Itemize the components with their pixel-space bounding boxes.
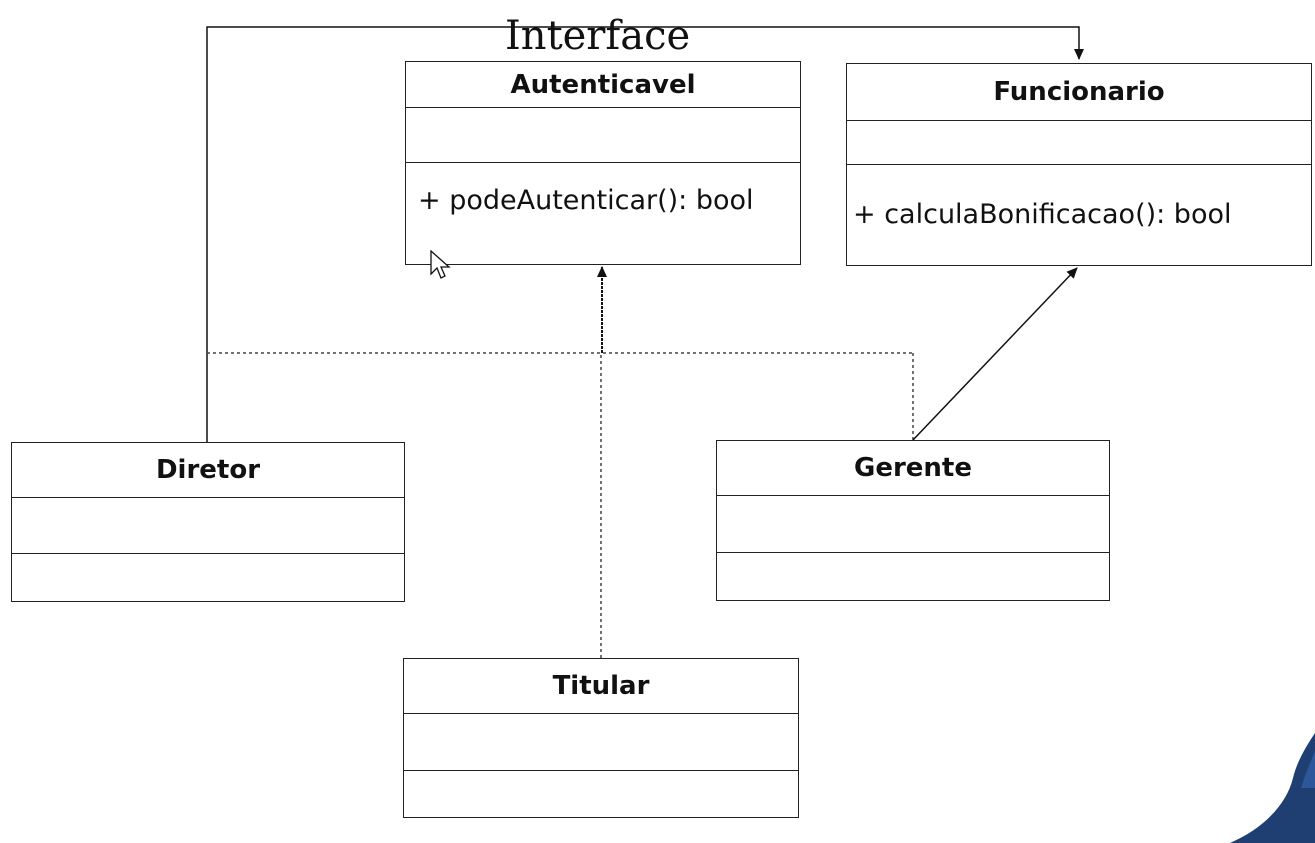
attributes-section bbox=[717, 496, 1109, 553]
methods-section bbox=[404, 771, 798, 816]
class-funcionario[interactable]: Funcionario + calculaBonificacao(): bool bbox=[846, 63, 1312, 266]
class-titular[interactable]: Titular bbox=[403, 658, 799, 818]
gerente-to-funcionario-line bbox=[912, 267, 1078, 441]
class-name-diretor: Diretor bbox=[12, 443, 404, 498]
interface-label: Interface bbox=[505, 13, 691, 59]
class-name-titular: Titular bbox=[404, 659, 798, 714]
class-name-gerente: Gerente bbox=[717, 441, 1109, 496]
class-autenticavel[interactable]: Autenticavel + podeAutenticar(): bool bbox=[405, 61, 801, 265]
attributes-section bbox=[847, 121, 1311, 165]
attributes-section bbox=[12, 498, 404, 554]
presenter-image bbox=[1230, 733, 1315, 843]
attributes-section bbox=[404, 714, 798, 771]
class-diretor[interactable]: Diretor bbox=[11, 442, 405, 602]
method-pode-autenticar: + podeAutenticar(): bool bbox=[418, 185, 754, 216]
diretor-to-funcionario-line bbox=[206, 26, 1084, 442]
mouse-cursor-icon bbox=[430, 250, 451, 279]
methods-section bbox=[12, 554, 404, 600]
methods-section bbox=[717, 553, 1109, 599]
class-gerente[interactable]: Gerente bbox=[716, 440, 1110, 601]
class-name-autenticavel: Autenticavel bbox=[406, 62, 800, 108]
class-name-funcionario: Funcionario bbox=[847, 64, 1311, 121]
method-calcula-bonificacao: + calculaBonificacao(): bool bbox=[853, 199, 1232, 230]
attributes-section bbox=[406, 108, 800, 163]
